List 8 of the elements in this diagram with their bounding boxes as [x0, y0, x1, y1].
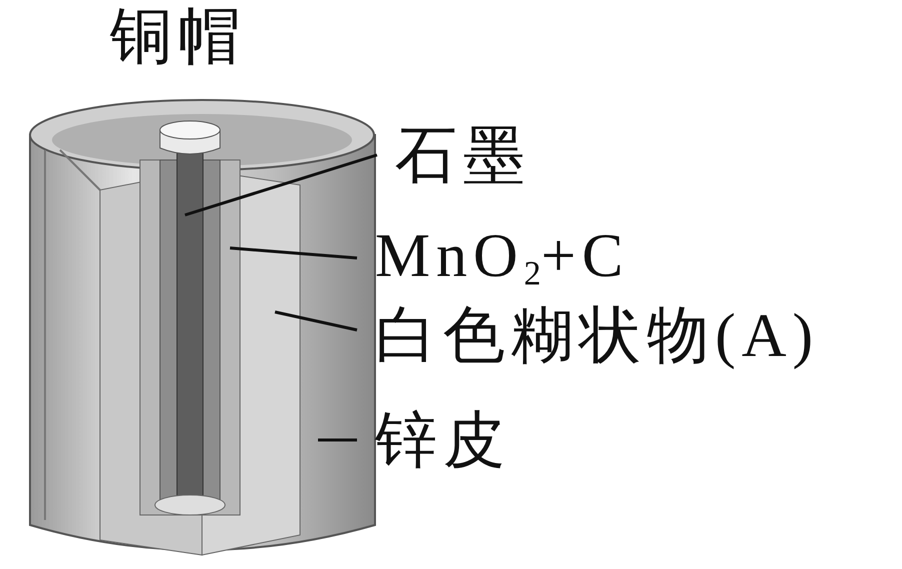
leader-line [184, 154, 378, 216]
leader-line [230, 246, 358, 260]
part-label: 铜帽 [110, 6, 246, 68]
part-label: MnO$_{2}$+C [375, 225, 630, 292]
part-label: 石墨 [395, 125, 531, 187]
leader-line [274, 310, 358, 332]
part-label: 白色糊状物(A) [375, 305, 820, 367]
leader-line [318, 438, 357, 442]
